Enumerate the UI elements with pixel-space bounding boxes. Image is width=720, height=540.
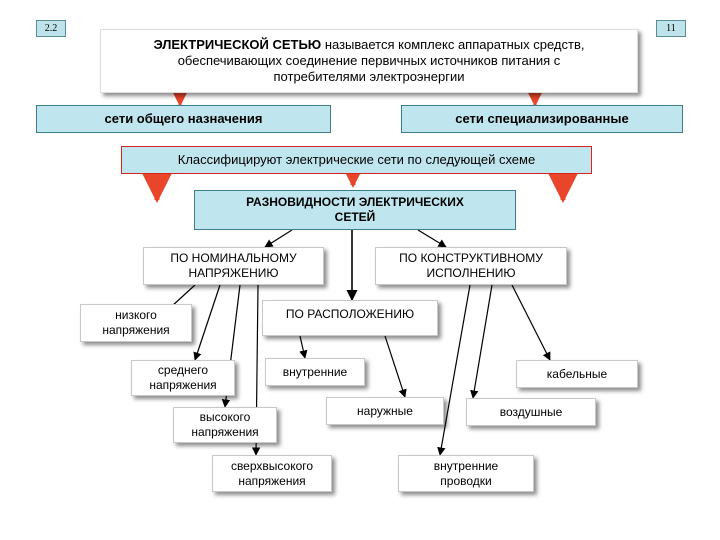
arrow-root-to-voltage [264,229,293,248]
definition-line-2: обеспечивающих соединение первичных исто… [177,52,561,68]
internal-wiring-line-1: внутренние [433,458,499,473]
slide-number-left: 2.2 [36,20,66,37]
arrow-voltage-to-medium [193,284,221,361]
root-network-types: РАЗНОВИДНОСТИ ЭЛЕКТРИЧЕСКИХ СЕТЕЙ [194,190,516,230]
internal-wiring-line-2: проводки [440,473,492,488]
arrow-design-to-cable [511,284,551,361]
arrow-location-to-internal [299,335,308,359]
definition-line-1: ЭЛЕКТРИЧЕСКОЙ СЕТЬЮ называется комплекс … [154,37,585,53]
medium-voltage-line-2: напряжения [149,378,217,392]
high-voltage-line-2: напряжения [191,425,259,439]
medium-voltage-line-1: среднего [157,363,209,377]
branch-design-line-1: ПО КОНСТРУКТИВНОМУ [399,251,543,265]
classification-banner: Классифицируют электрические сети по сле… [121,146,592,174]
arrow-root-to-design [417,229,447,248]
arrow-location-to-external [384,335,407,398]
item-high-voltage: высокого напряжения [173,407,277,443]
definition-line-3: потребителями электроэнергии [273,69,465,85]
branch-by-voltage: ПО НОМИНАЛЬНОМУ НАПРЯЖЕНИЮ [143,247,324,285]
branch-by-location: ПО РАСПОЛОЖЕНИЮ [262,300,438,336]
branch-voltage-line-2: НАПРЯЖЕНИЮ [188,266,279,280]
item-overhead-networks: воздушные [466,398,596,426]
category-specialized: сети специализированные [401,105,683,133]
ultra-voltage-line-2: напряжения [238,473,306,488]
root-line-1: РАЗНОВИДНОСТИ ЭЛЕКТРИЧЕСКИХ [246,195,464,209]
root-line-2: СЕТЕЙ [334,210,376,224]
definition-box: ЭЛЕКТРИЧЕСКОЙ СЕТЬЮ называется комплекс … [100,29,638,93]
item-medium-voltage: среднего напряжения [131,360,235,396]
ultra-voltage-line-1: сверхвысокого [230,458,314,473]
branch-voltage-line-1: ПО НОМИНАЛЬНОМУ [170,251,297,265]
item-cable-networks: кабельные [516,360,638,388]
branch-by-design: ПО КОНСТРУКТИВНОМУ ИСПОЛНЕНИЮ [375,247,567,285]
category-general: сети общего назначения [36,105,331,133]
item-internal-wiring: внутренние проводки [398,455,534,492]
definition-lead: ЭЛЕКТРИЧЕСКОЙ СЕТЬЮ [153,36,322,52]
item-external-networks: наружные [326,397,444,425]
branch-design-line-2: ИСПОЛНЕНИЮ [426,266,516,280]
definition-rest: называется комплекс аппаратных средств, [321,36,585,52]
low-voltage-line-2: напряжения [102,323,170,337]
item-ultra-high-voltage: сверхвысокого напряжения [212,455,332,492]
arrow-design-to-wiring [437,284,471,456]
low-voltage-line-1: низкого [115,308,157,322]
slide-number-right: 11 [656,20,686,37]
high-voltage-line-1: высокого [199,410,251,424]
item-internal-networks: внутренние [265,358,365,386]
arrow-design-to-overhead [470,284,493,399]
item-low-voltage: низкого напряжения [80,304,192,342]
